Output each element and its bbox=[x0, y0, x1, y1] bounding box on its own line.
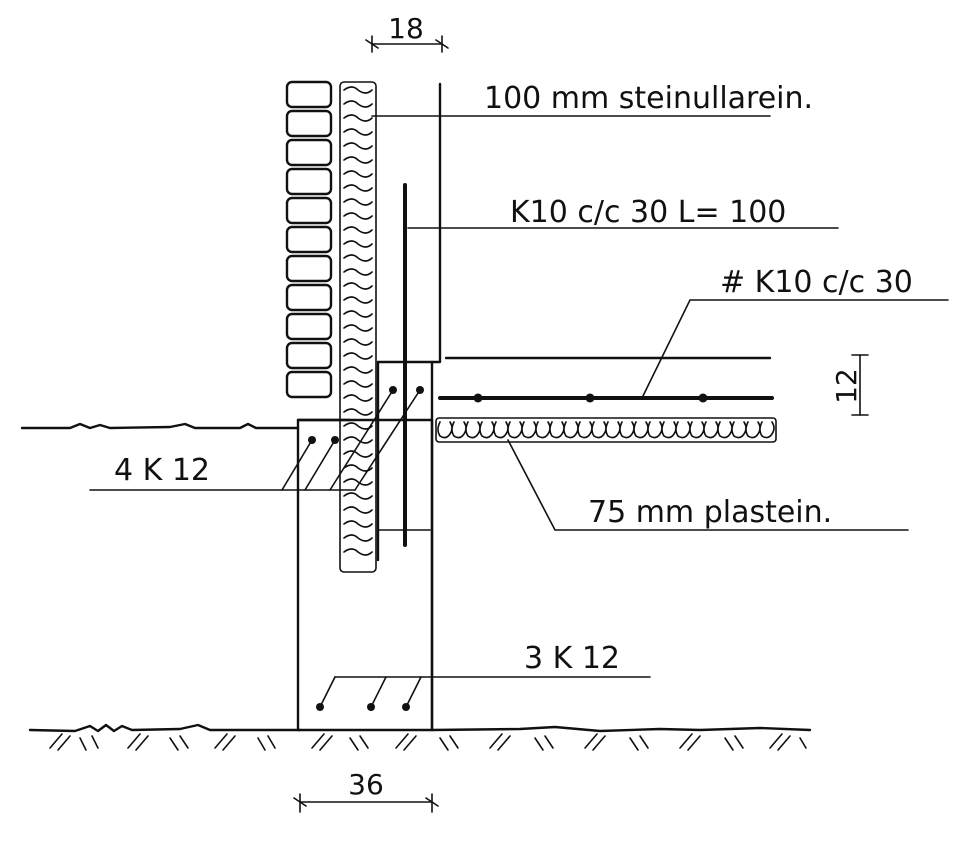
brick bbox=[285, 312, 333, 341]
brick bbox=[285, 225, 333, 254]
brick bbox=[285, 370, 333, 399]
brick bbox=[285, 283, 333, 312]
footing-rebar bbox=[316, 676, 651, 711]
dim-slab-thickness-label: 12 bbox=[830, 368, 863, 404]
brick bbox=[285, 167, 333, 196]
label-floor-insulation: 75 mm plastein. bbox=[588, 495, 832, 530]
brick bbox=[285, 80, 333, 109]
dim-slab-thickness bbox=[851, 354, 869, 416]
label-dowel-bars: K10 c/c 30 L= 100 bbox=[510, 195, 786, 230]
brick-facing bbox=[285, 80, 333, 399]
wall-insulation bbox=[339, 81, 377, 573]
exterior-ground-line bbox=[20, 422, 300, 430]
leader-floor-insulation bbox=[507, 439, 909, 531]
ground-line bbox=[28, 723, 812, 751]
foundation-wall bbox=[296, 418, 434, 732]
floor-slab bbox=[438, 356, 774, 403]
dim-wall-width bbox=[365, 35, 449, 53]
brick bbox=[285, 254, 333, 283]
label-slab-mesh: # K10 c/c 30 bbox=[720, 265, 913, 300]
brick bbox=[285, 341, 333, 370]
dim-footing-width bbox=[293, 793, 439, 813]
dim-footing-width-label: 36 bbox=[348, 768, 384, 801]
label-beam-bars: 4 K 12 bbox=[114, 453, 210, 488]
beam-rebar bbox=[89, 386, 424, 491]
floor-insulation bbox=[435, 417, 777, 443]
brick bbox=[285, 109, 333, 138]
dim-wall-width-label: 18 bbox=[388, 12, 424, 45]
brick bbox=[285, 196, 333, 225]
ground-hatch bbox=[49, 733, 807, 751]
brick bbox=[285, 138, 333, 167]
label-footing-bars: 3 K 12 bbox=[524, 641, 620, 676]
label-wall-insulation: 100 mm steinullarein. bbox=[484, 81, 813, 116]
leader-slab-mesh bbox=[641, 299, 949, 399]
